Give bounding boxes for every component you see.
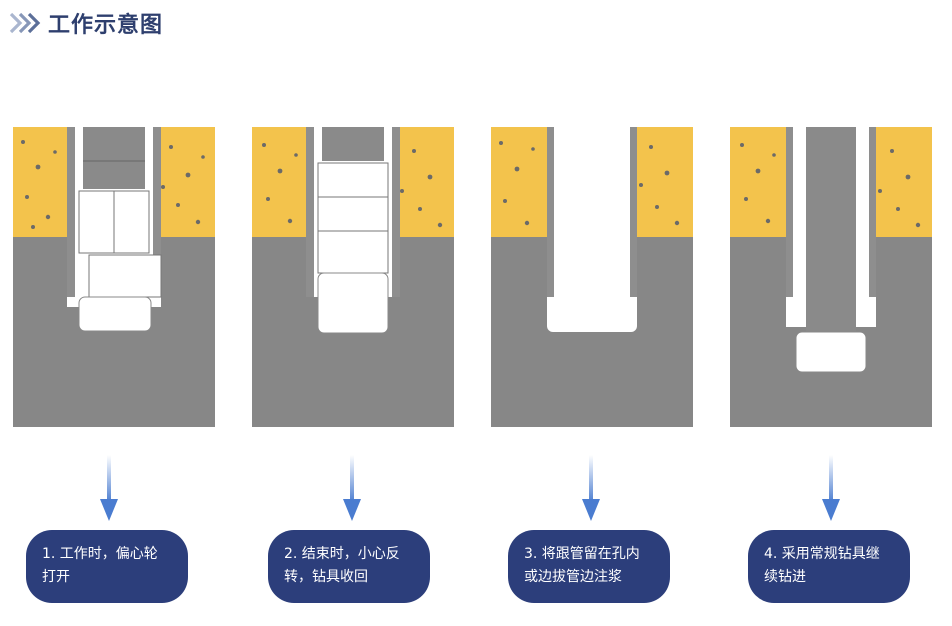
step-text-line1: 4. 采用常规钻具继 bbox=[764, 546, 880, 562]
drill-body bbox=[317, 162, 389, 274]
step-text-line1: 1. 工作时，偏心轮 bbox=[42, 546, 158, 562]
step-box-3: 3. 将跟管留在孔内 或边拔管边注浆 bbox=[508, 530, 670, 603]
bit-head-retracted bbox=[317, 272, 389, 334]
casing-left bbox=[67, 127, 75, 297]
casing-right bbox=[392, 127, 400, 297]
arrow-down-icon bbox=[582, 455, 600, 521]
diagram-panel-2 bbox=[252, 127, 454, 427]
page-title: 工作示意图 bbox=[48, 13, 164, 38]
casing-left bbox=[786, 127, 793, 297]
open-borehole bbox=[547, 127, 637, 332]
soil-specks bbox=[499, 141, 680, 226]
step-text-line1: 3. 将跟管留在孔内 bbox=[524, 546, 640, 562]
header: 工作示意图 bbox=[8, 8, 163, 38]
casing-right bbox=[630, 127, 637, 297]
drill-rod bbox=[83, 127, 145, 189]
step-box-1: 1. 工作时，偏心轮 打开 bbox=[26, 530, 188, 603]
double-chevron-right-icon bbox=[9, 12, 41, 34]
drill-rod bbox=[806, 127, 856, 332]
conventional-bit bbox=[795, 331, 867, 373]
diagram-panel-1 bbox=[13, 127, 215, 427]
step-text-line1: 2. 结束时，小心反 bbox=[284, 546, 400, 562]
step-box-4: 4. 采用常规钻具继 续钻进 bbox=[748, 530, 910, 603]
eccentric-bit-open bbox=[88, 254, 162, 298]
casing-left bbox=[547, 127, 554, 297]
casing-right bbox=[153, 127, 161, 297]
arrow-down-icon bbox=[100, 455, 118, 521]
diagram-panel-4 bbox=[730, 127, 932, 427]
arrow-down-icon bbox=[343, 455, 361, 521]
soil-specks bbox=[740, 143, 921, 228]
step-text-line2: 转，钻具收回 bbox=[284, 569, 368, 585]
step-text-line2: 打开 bbox=[42, 569, 70, 585]
step-text-line2: 或边拔管边注浆 bbox=[524, 569, 622, 585]
diagram-panel-3 bbox=[491, 127, 693, 427]
step-box-2: 2. 结束时，小心反 转，钻具收回 bbox=[268, 530, 430, 603]
soil-specks bbox=[262, 143, 443, 228]
arrow-down-icon bbox=[822, 455, 840, 521]
bit-head bbox=[78, 296, 152, 332]
drill-rod bbox=[322, 127, 384, 161]
soil-specks bbox=[21, 140, 205, 229]
casing-left bbox=[306, 127, 314, 297]
casing-right bbox=[869, 127, 876, 297]
step-text-line2: 续钻进 bbox=[764, 569, 806, 585]
